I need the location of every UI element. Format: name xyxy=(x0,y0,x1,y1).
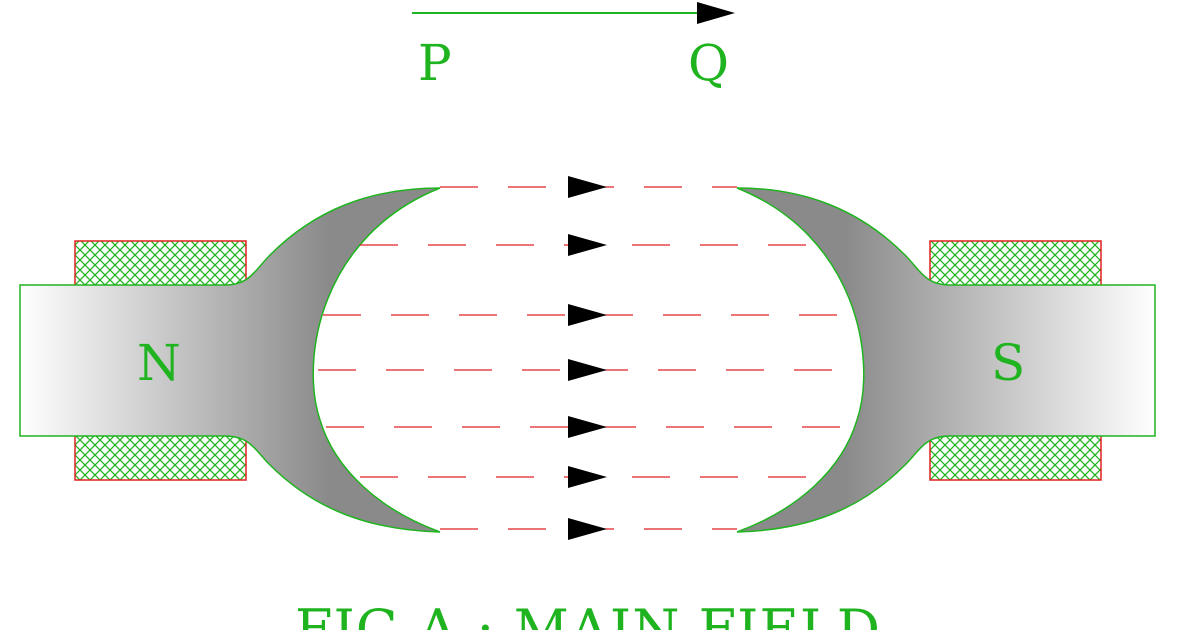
pole-label-north: N xyxy=(137,334,181,392)
label-q: Q xyxy=(688,34,729,92)
right-winding-top xyxy=(929,240,1102,287)
field-arrow-6 xyxy=(568,466,607,488)
pole-label-south: S xyxy=(991,334,1025,392)
left-winding-bottom xyxy=(74,434,247,481)
left-winding-top xyxy=(74,240,247,287)
field-arrow-3 xyxy=(568,304,607,326)
direction-arrow xyxy=(412,2,735,24)
field-arrow-2 xyxy=(568,234,607,256)
south-pole-piece xyxy=(736,187,1156,533)
field-arrow-7 xyxy=(568,518,607,540)
label-p: P xyxy=(418,34,452,92)
field-arrowheads xyxy=(568,176,607,540)
field-arrow-4 xyxy=(568,359,607,381)
north-pole-piece xyxy=(19,187,441,533)
field-arrow-5 xyxy=(568,416,607,438)
figure-caption: FIG A : MAIN FIELD xyxy=(295,598,881,630)
right-winding-bottom xyxy=(929,434,1102,481)
field-arrow-1 xyxy=(568,176,607,198)
